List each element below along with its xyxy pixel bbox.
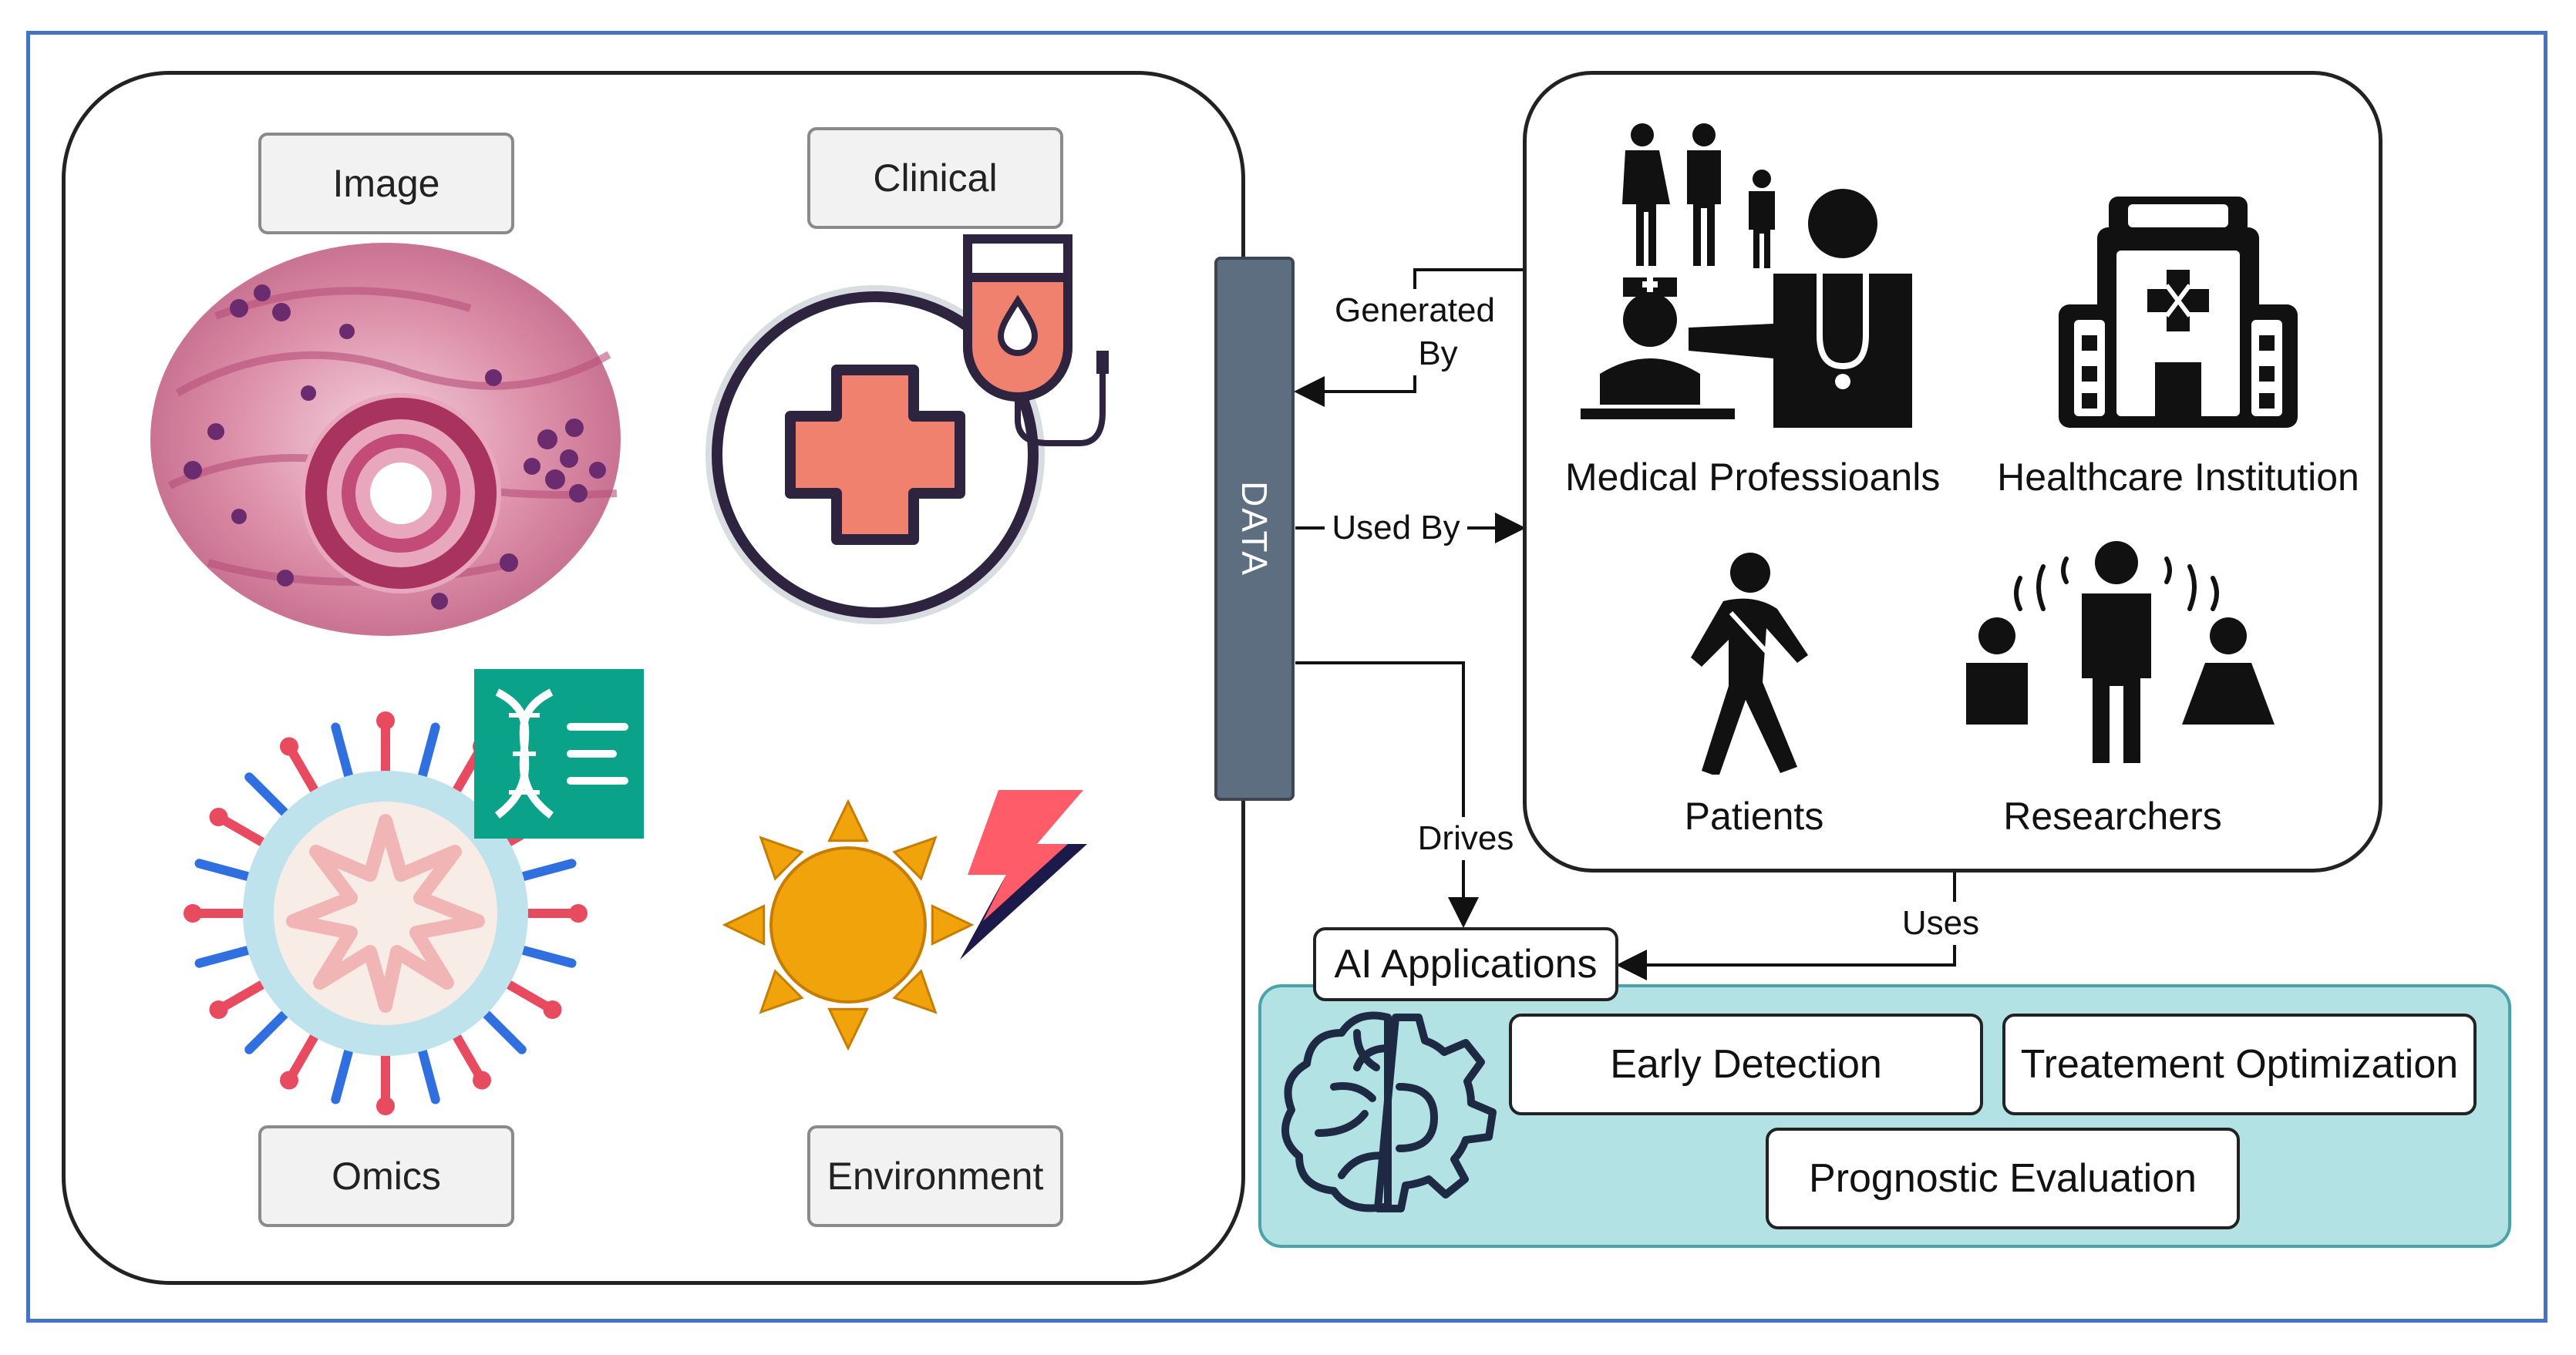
- researchers-group-icon: [1966, 541, 2275, 763]
- image-label: Image: [258, 133, 514, 234]
- brain-gear-icon: [1281, 1011, 1497, 1212]
- generated-label-line2: By: [1418, 335, 1458, 372]
- virus-spike-tip: [569, 904, 588, 923]
- virus-spike-tip: [543, 1000, 562, 1019]
- early-detection-box: Early Detection: [1509, 1014, 1983, 1115]
- virus-spike: [481, 1009, 527, 1054]
- healthcare-institution-caption: Healthcare Institution: [1997, 456, 2359, 499]
- virus-spike: [194, 859, 253, 882]
- ai-applications-box: AI Applications: [1313, 927, 1618, 1001]
- sun-ray: [931, 904, 975, 946]
- sun-icon: [722, 799, 975, 1051]
- lightning-icon: [960, 790, 1087, 960]
- virus-spike: [417, 1046, 440, 1105]
- sun-ray: [759, 969, 804, 1014]
- virus-spike-tip: [184, 904, 202, 923]
- generated-label-line1: Generated: [1335, 291, 1495, 329]
- virus-spike-tip: [473, 1071, 491, 1090]
- virus-spike: [417, 722, 440, 781]
- medical-professionals-caption: Medical Professioanls: [1565, 456, 1941, 499]
- virus-spike-tip: [280, 1071, 298, 1090]
- patients-caption: Patients: [1684, 795, 1824, 838]
- omics-label: Omics: [258, 1125, 514, 1227]
- sun-ray: [722, 904, 766, 946]
- patient-walking-icon: [1691, 553, 1808, 775]
- virus-spike-tip: [209, 1000, 228, 1019]
- dna-document-icon: [474, 669, 644, 839]
- sun-ray: [892, 969, 938, 1014]
- used-by-label: Used By: [1325, 506, 1467, 550]
- medical-cross-iv-bag-icon: [705, 234, 1109, 624]
- virus-spike: [518, 945, 577, 968]
- environment-label: Environment: [807, 1125, 1063, 1227]
- treatment-optimization-box: Treatement Optimization: [2002, 1014, 2477, 1115]
- outer-frame: [26, 31, 2547, 1323]
- researchers-caption: Researchers: [2003, 795, 2222, 838]
- virus-spike: [518, 859, 577, 882]
- drives-label: Drives: [1416, 817, 1516, 860]
- clinical-label: Clinical: [807, 127, 1063, 229]
- hospital-icon: [2059, 197, 2298, 428]
- sun-ray: [827, 799, 869, 842]
- histology-tissue-image: [150, 243, 621, 636]
- family-icon: [1622, 123, 1775, 268]
- sun-ray: [892, 836, 938, 881]
- sun-ray: [759, 836, 804, 881]
- drives-connector: [1295, 661, 1479, 928]
- data-bar: DATA: [1214, 257, 1295, 801]
- virus-spike-tip: [209, 808, 228, 826]
- virus-spike: [331, 722, 354, 781]
- generated-by-label: Generated By: [1322, 289, 1507, 375]
- virus-spike-tip: [376, 711, 395, 730]
- prognostic-evaluation-box: Prognostic Evaluation: [1766, 1128, 2240, 1229]
- doctor-nurse-icon: [1581, 189, 1912, 428]
- virus-spike: [244, 772, 290, 818]
- uses-label: Uses: [1898, 902, 1983, 945]
- data-bar-label: DATA: [1234, 481, 1275, 577]
- sun-ray: [827, 1007, 869, 1051]
- virus-spike: [194, 945, 253, 968]
- virus-spike: [331, 1046, 354, 1105]
- virus-spike-tip: [376, 1097, 395, 1115]
- virus-spike: [244, 1009, 290, 1054]
- virus-spike-tip: [280, 737, 298, 756]
